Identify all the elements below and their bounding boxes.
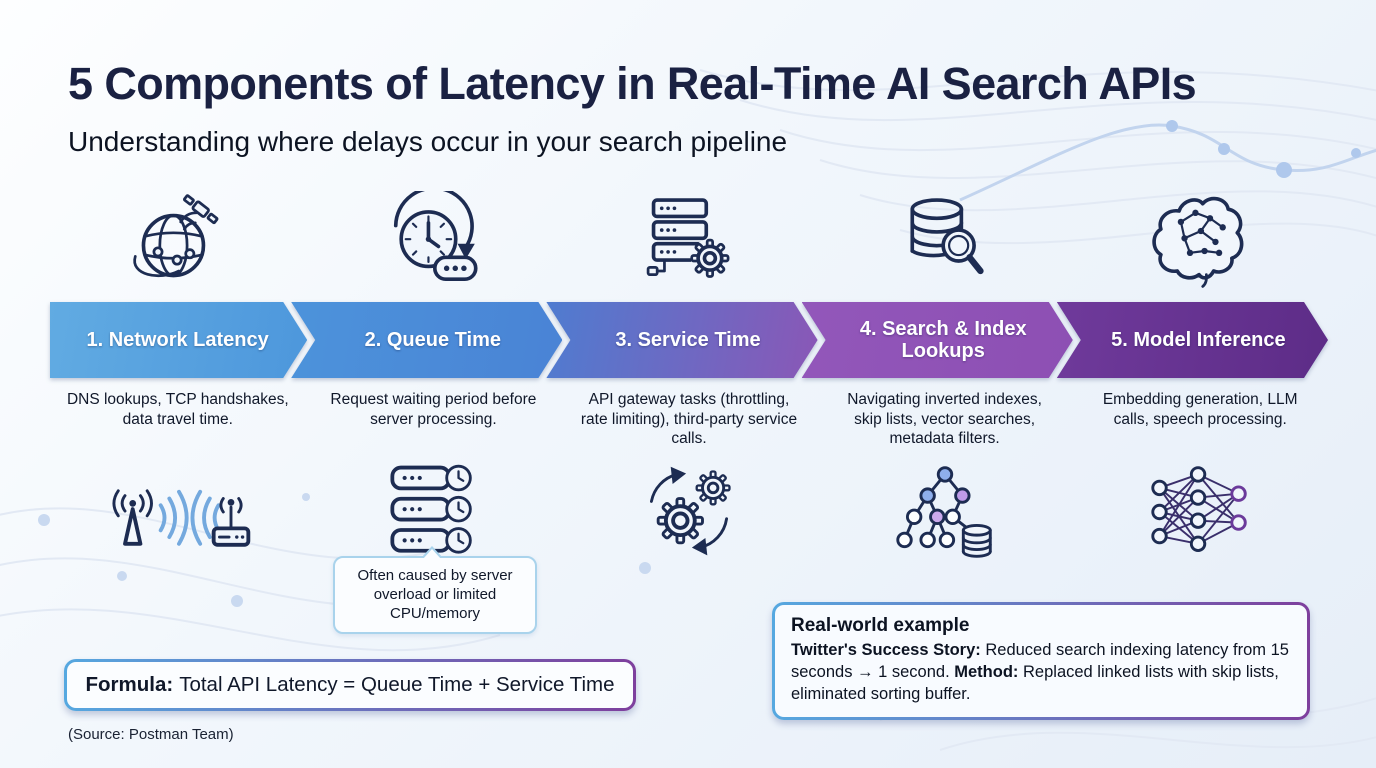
step-segment-model-inference: 5. Model Inference <box>1057 302 1328 378</box>
step-description: Embedding generation, LLM calls, speech … <box>1102 391 1298 428</box>
brain-network-icon <box>1072 188 1328 294</box>
example-method-label: Method: <box>954 662 1019 681</box>
step-descriptions-row: DNS lookups, TCP handshakes, data travel… <box>50 390 1328 449</box>
example-title: Real-world example <box>791 615 970 636</box>
page-title: 5 Components of Latency in Real-Time AI … <box>68 58 1197 109</box>
bottom-icon-row <box>50 452 1328 572</box>
step-segment-service-time: 3. Service Time <box>546 302 817 378</box>
step-description: API gateway tasks (throttling, rate limi… <box>580 391 798 448</box>
step-description: Request waiting period before server pro… <box>330 391 537 428</box>
formula-box: Formula: Total API Latency = Queue Time … <box>64 659 636 711</box>
clock-history-queue-icon <box>306 188 562 294</box>
page-subtitle: Understanding where delays occur in your… <box>68 126 788 157</box>
source-attribution: (Source: Postman Team) <box>68 726 234 743</box>
step-description: DNS lookups, TCP handshakes, data travel… <box>66 391 289 428</box>
step-segment-queue-time: 2. Queue Time <box>291 302 562 378</box>
example-story-text: Reduced search indexing latency from 15 … <box>791 641 1289 681</box>
index-tree-database-icon <box>817 452 1073 572</box>
step-label: 2. Queue Time <box>364 328 501 351</box>
step-label: 5. Model Inference <box>1111 328 1286 351</box>
top-icon-row <box>50 188 1328 294</box>
example-body: Twitter's Success Story: Reduced search … <box>791 640 1291 705</box>
step-label: 4. Search & Index Lookups <box>859 317 1027 362</box>
server-gear-icon <box>561 188 817 294</box>
step-segment-network-latency: 1. Network Latency <box>50 302 307 378</box>
step-label: 1. Network Latency <box>86 328 269 351</box>
latency-steps-bar: 1. Network Latency 2. Queue Time 3. Serv… <box>50 302 1328 378</box>
neural-network-icon <box>1072 452 1328 572</box>
step-label: 3. Service Time <box>615 328 761 351</box>
queue-callout-bubble: Often caused by server overload or limit… <box>333 545 537 635</box>
database-magnifier-icon <box>817 188 1073 294</box>
example-story-label: Twitter's Success Story: <box>791 641 981 659</box>
formula-text: Total API Latency = Queue Time + Service… <box>179 673 615 696</box>
step-description: Navigating inverted indexes, skip lists,… <box>847 391 1042 448</box>
gears-sync-icon <box>561 452 817 572</box>
formula-label: Formula: <box>85 673 174 696</box>
globe-satellite-icon <box>50 188 306 294</box>
antenna-router-signal-icon <box>50 452 306 572</box>
real-world-example-box: Real-world example Twitter's Success Sto… <box>772 602 1310 721</box>
callout-text: Often caused by server overload or limit… <box>357 567 513 622</box>
step-segment-search-index-lookups: 4. Search & Index Lookups <box>802 302 1073 378</box>
